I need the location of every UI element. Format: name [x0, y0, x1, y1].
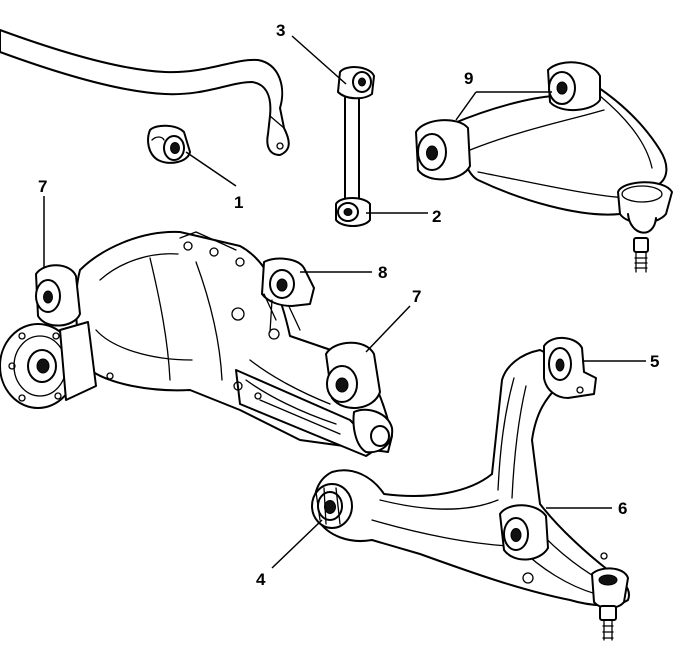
- callout-5: 5: [650, 352, 659, 371]
- leader-3: [291, 35, 347, 85]
- stabilizer-link: [335, 66, 375, 227]
- leader-4: [271, 519, 323, 569]
- callout-9: 9: [464, 69, 473, 88]
- callouts: 1 2 3 4 5 6 7 7 8 9: [38, 21, 659, 589]
- leader-1: [185, 151, 237, 187]
- callout-8: 8: [378, 263, 387, 282]
- callout-1: 1: [234, 193, 243, 212]
- stabilizer-bushing: [147, 124, 192, 164]
- callout-3: 3: [276, 21, 285, 40]
- leader-9: [455, 91, 477, 121]
- stabilizer-bar: [0, 29, 290, 156]
- differential-housing: [0, 230, 394, 457]
- callout-2: 2: [432, 207, 441, 226]
- leader-lines: [43, 35, 646, 569]
- leader-7b: [365, 305, 411, 353]
- callout-7-right: 7: [412, 287, 421, 306]
- callout-4: 4: [256, 570, 266, 589]
- lower-control-arm: [311, 337, 630, 641]
- callout-7-left: 7: [38, 177, 47, 196]
- upper-control-arm: [415, 61, 673, 273]
- callout-6: 6: [618, 499, 627, 518]
